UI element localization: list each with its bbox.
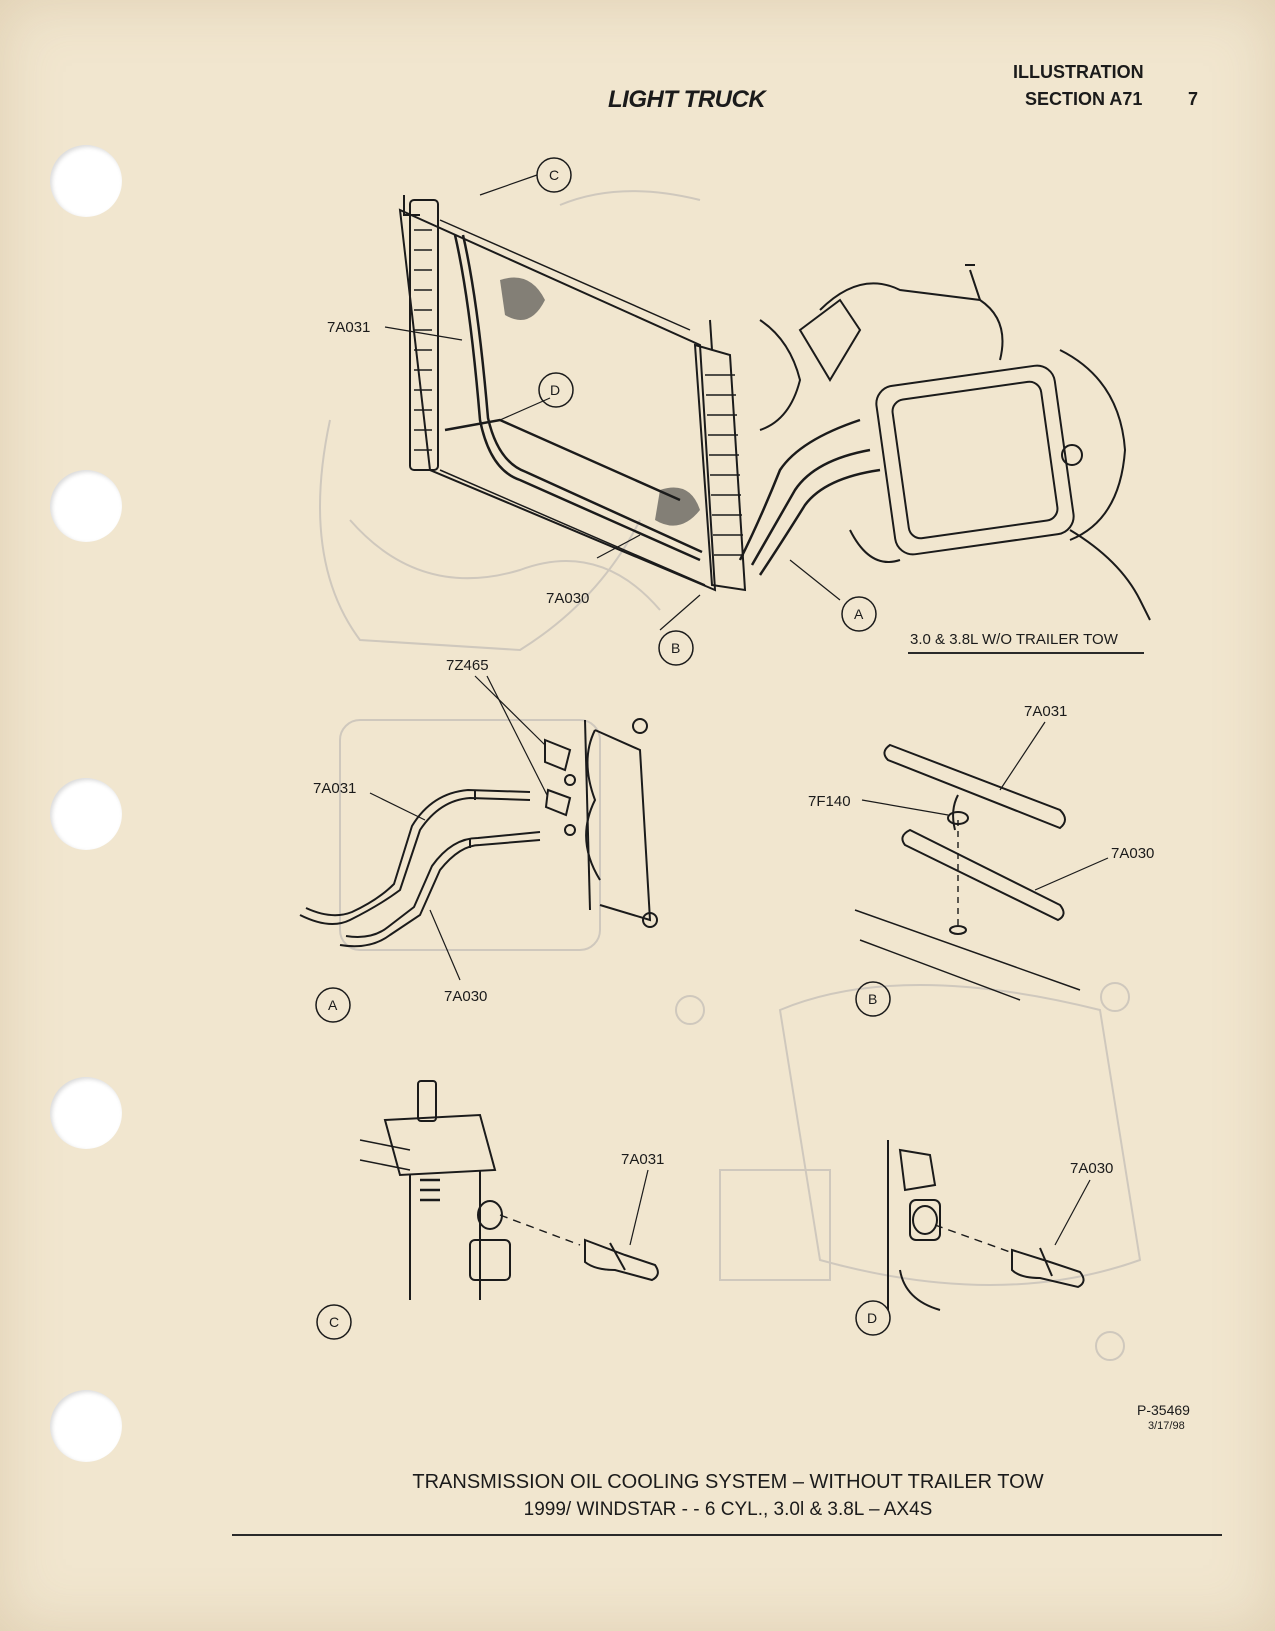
binder-hole: [50, 470, 122, 542]
callout-7a030-detail-d: 7A030: [1070, 1160, 1113, 1177]
callout-7a031-detail-a: 7A031: [313, 780, 356, 797]
callout-7a030-main: 7A030: [546, 590, 589, 607]
svg-text:C: C: [549, 167, 559, 183]
footer-title: TRANSMISSION OIL COOLING SYSTEM – WITHOU…: [412, 1471, 1044, 1493]
main-leaders: [384, 174, 841, 631]
figure-caption: 3.0 & 3.8L W/O TRAILER TOW: [910, 631, 1118, 648]
circle-ref-a-detail: A: [315, 987, 351, 1023]
callout-7a030-detail-b: 7A030: [1111, 845, 1154, 862]
callout-7a031-detail-c: 7A031: [621, 1151, 664, 1168]
circle-ref-b-detail: B: [855, 981, 891, 1017]
circle-ref-d-detail: D: [855, 1300, 891, 1336]
svg-text:A: A: [328, 997, 338, 1013]
caption-underline: [908, 652, 1144, 654]
bleed-through-artwork: [319, 190, 1142, 1361]
header-section: SECTION A71: [1025, 89, 1143, 109]
svg-text:D: D: [550, 382, 560, 398]
detail-c-artwork: [359, 1080, 659, 1300]
circle-ref-d-main: D: [538, 372, 574, 408]
figure-number: P-35469: [1137, 1402, 1190, 1418]
binder-hole: [50, 778, 122, 850]
detail-d-artwork: [887, 1140, 1085, 1311]
header-illustration: ILLUSTRATION: [1013, 62, 1144, 82]
detail-c-leaders: [629, 1169, 649, 1246]
page-number: 7: [1188, 89, 1199, 109]
header-title: LIGHT TRUCK: [608, 86, 766, 113]
detail-a-leaders: [369, 675, 548, 981]
circle-ref-a-main: A: [841, 596, 877, 632]
callout-7a030-detail-a: 7A030: [444, 988, 487, 1005]
callout-7z465: 7Z465: [446, 657, 489, 674]
svg-text:B: B: [671, 640, 680, 656]
footer-rule: [232, 1534, 1222, 1536]
callout-7f140: 7F140: [808, 793, 851, 810]
transmission-assembly: [759, 264, 1151, 621]
radiator-assembly: [398, 195, 747, 592]
cooler-tubes-main: [444, 234, 881, 576]
figure-date: 3/17/98: [1148, 1420, 1185, 1432]
detail-b-leaders: [861, 721, 1109, 891]
footer-subtitle: 1999/ WINDSTAR - - 6 CYL., 3.0l & 3.8L –…: [523, 1499, 933, 1520]
svg-text:C: C: [329, 1314, 339, 1330]
circle-ref-c-main: C: [536, 157, 572, 193]
callout-7a031-detail-b: 7A031: [1024, 703, 1067, 720]
detail-d-leaders: [1054, 1179, 1091, 1246]
svg-text:A: A: [854, 606, 864, 622]
callout-7a031-main: 7A031: [327, 319, 370, 336]
binder-hole: [50, 145, 122, 217]
circle-ref-c-detail: C: [316, 1304, 352, 1340]
circle-ref-b-main: B: [658, 630, 694, 666]
binder-hole: [50, 1390, 122, 1462]
svg-text:B: B: [868, 991, 877, 1007]
svg-text:D: D: [867, 1310, 877, 1326]
detail-a-artwork: [299, 718, 658, 948]
binder-hole: [50, 1077, 122, 1149]
detail-b-artwork: [854, 743, 1081, 1001]
